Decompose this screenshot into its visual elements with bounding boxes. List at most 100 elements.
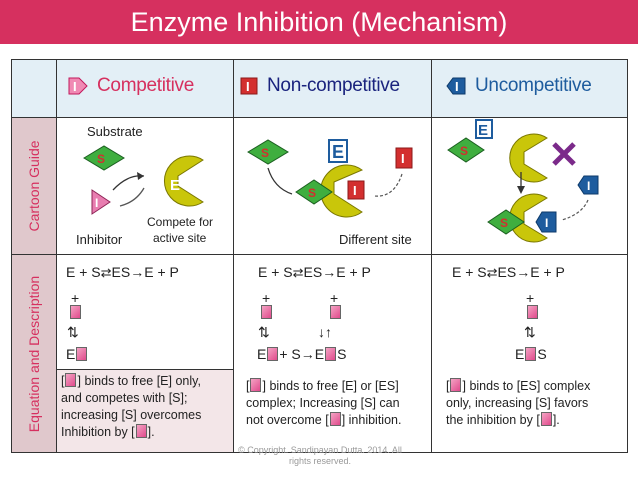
substrate-shape bbox=[447, 137, 485, 163]
inhibitor-bound bbox=[535, 211, 557, 233]
svg-text:I: I bbox=[587, 179, 590, 193]
svg-text:I: I bbox=[73, 79, 77, 94]
svg-text:I: I bbox=[401, 151, 405, 166]
inhibitor-icon bbox=[267, 347, 279, 361]
enzyme-shape bbox=[509, 133, 548, 183]
page-title: Enzyme Inhibition (Mechanism) bbox=[0, 0, 638, 44]
noncomp-equilibrium-arrow-2: ↓↑ bbox=[318, 324, 332, 340]
different-site-label: Different site bbox=[339, 232, 412, 247]
comp-inhibitor bbox=[69, 304, 82, 320]
noncomp-inhibitor-2 bbox=[329, 304, 342, 320]
divider bbox=[11, 117, 628, 118]
header-competitive: I Competitive bbox=[67, 74, 194, 98]
svg-text:S: S bbox=[460, 144, 468, 158]
inhibitor-icon bbox=[527, 305, 538, 319]
header-uncompetitive: I Uncompetitive bbox=[445, 74, 592, 98]
uncompetitive-description: [] binds to [ES] complex only, increasin… bbox=[446, 378, 626, 429]
noncomp-equation-line1: E + S⇄ES→E + P bbox=[258, 264, 371, 280]
inhibitor-icon bbox=[525, 347, 537, 361]
uncomp-equilibrium-arrow: ⇅ bbox=[524, 324, 536, 340]
inhibitor-bound bbox=[347, 180, 365, 200]
desc-line: complex; Increasing [S] can bbox=[246, 396, 400, 410]
header-row bbox=[57, 60, 627, 118]
noncomp-plus-1: + bbox=[262, 290, 271, 306]
arrow-substrate bbox=[267, 167, 293, 195]
svg-text:S: S bbox=[308, 186, 316, 200]
uncomp-equation-line1: E + S⇄ES→E + P bbox=[452, 264, 565, 280]
competitive-cartoon: S I E bbox=[83, 145, 204, 215]
noncompetitive-title: Non-competitive bbox=[267, 75, 400, 96]
svg-text:I: I bbox=[246, 79, 250, 94]
uncompetitive-cartoon: S E S I I bbox=[447, 119, 599, 243]
competitive-description: [] binds to free [E] only, and competes … bbox=[61, 373, 231, 441]
divider bbox=[11, 254, 628, 255]
inhibitor-shape bbox=[91, 189, 111, 215]
desc-bg-comp bbox=[57, 369, 233, 452]
uncompetitive-title: Uncompetitive bbox=[475, 75, 592, 96]
desc-line: and competes with [S]; bbox=[61, 391, 188, 405]
competitive-title: Competitive bbox=[97, 75, 195, 96]
inhibitor-icon bbox=[325, 347, 337, 361]
noncompetitive-description: [] binds to free [E] or [ES] complex; In… bbox=[246, 378, 430, 429]
substrate-shape bbox=[247, 139, 289, 165]
inhibitor-icon bbox=[70, 305, 81, 319]
desc-line: increasing [S] overcomes bbox=[61, 408, 202, 422]
inhibitor-free bbox=[577, 175, 599, 195]
uncompetitive-inhibitor-icon: I bbox=[446, 77, 466, 95]
copyright: © Copyright. Sandipayan Dutta. 2014. All… bbox=[238, 445, 402, 466]
comp-equation-line1: E + S⇄ES→E + P bbox=[66, 264, 179, 280]
desc-line: Inhibition by []. bbox=[61, 424, 155, 439]
uncomp-plus: + bbox=[526, 290, 535, 306]
comp-equilibrium-arrow: ⇅ bbox=[67, 324, 79, 340]
inhibitor-icon bbox=[76, 347, 88, 361]
noncomp-inhibitor-1 bbox=[260, 304, 273, 320]
inhibitor-icon bbox=[330, 305, 341, 319]
divider bbox=[233, 59, 234, 453]
desc-line: [] binds to free [E] or [ES] bbox=[246, 378, 399, 393]
inhibitor-label: Inhibitor bbox=[76, 232, 123, 247]
svg-text:E: E bbox=[478, 122, 488, 139]
uncomp-inhibitor bbox=[526, 304, 539, 320]
desc-line: only, increasing [S] favors bbox=[446, 396, 589, 410]
substrate-shape bbox=[83, 145, 125, 171]
arrow-inhibitor bbox=[119, 187, 145, 207]
side-cartoon: Cartoon Guide bbox=[12, 118, 56, 254]
compete-label-2: active site bbox=[153, 231, 207, 245]
divider bbox=[431, 59, 432, 453]
divider bbox=[57, 369, 233, 370]
noncompetitive-cartoon: S S I E I bbox=[247, 139, 413, 218]
enzyme-shape bbox=[163, 155, 204, 207]
svg-text:I: I bbox=[95, 196, 98, 210]
svg-text:S: S bbox=[97, 152, 105, 166]
divider bbox=[56, 59, 57, 453]
comp-plus: + bbox=[71, 290, 80, 306]
desc-line: the inhibition by []. bbox=[446, 412, 560, 427]
svg-text:S: S bbox=[500, 216, 508, 230]
svg-text:E: E bbox=[170, 177, 180, 194]
noncomp-plus-2: + bbox=[330, 290, 339, 306]
inhibitor-free bbox=[395, 147, 413, 169]
desc-line: [] binds to [ES] complex bbox=[446, 378, 591, 393]
noncomp-equilibrium-arrow-1: ⇅ bbox=[258, 324, 270, 340]
header-noncompetitive: I Non-competitive bbox=[239, 74, 400, 98]
main-table bbox=[11, 59, 628, 453]
comp-bottom: E bbox=[66, 346, 88, 362]
svg-text:I: I bbox=[455, 79, 459, 94]
svg-text:I: I bbox=[545, 216, 548, 230]
svg-text:E: E bbox=[332, 142, 344, 162]
desc-line: not overcome [] inhibition. bbox=[246, 412, 402, 427]
header-corner bbox=[12, 60, 56, 118]
svg-text:I: I bbox=[353, 183, 357, 198]
svg-text:S: S bbox=[261, 146, 269, 160]
substrate-label: Substrate bbox=[87, 124, 143, 139]
cross-icon bbox=[552, 142, 576, 166]
compete-label-1: Compete for bbox=[147, 215, 214, 229]
inhibitor-icon bbox=[261, 305, 272, 319]
enzyme-label-box bbox=[328, 139, 348, 163]
desc-line: [] binds to free [E] only, bbox=[61, 373, 201, 388]
noncompetitive-inhibitor-icon: I bbox=[240, 77, 258, 95]
side-equation: Equation and Description bbox=[12, 255, 56, 452]
competitive-inhibitor-icon: I bbox=[68, 77, 88, 95]
